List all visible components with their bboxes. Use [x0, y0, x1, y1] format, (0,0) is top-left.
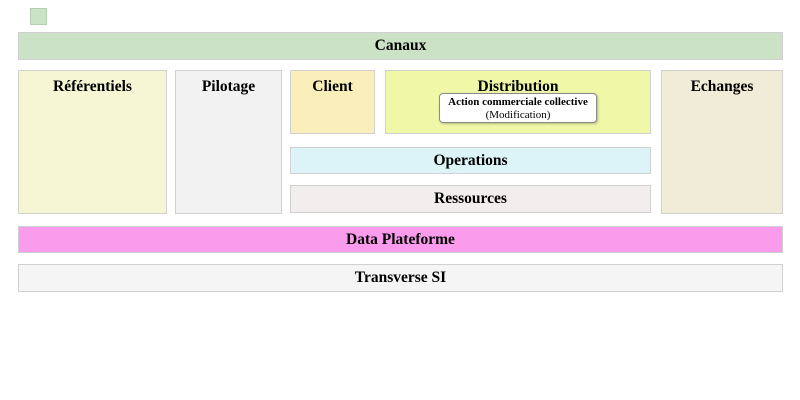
distribution-block: Distribution Action commerciale collecti… [385, 70, 651, 134]
operations-bar: Operations [290, 147, 651, 174]
pilotage-label: Pilotage [201, 78, 256, 95]
pilotage-block: Pilotage [175, 70, 282, 214]
referentiels-block: Référentiels [18, 70, 167, 214]
action-commerciale-subtitle: (Modification) [485, 108, 551, 121]
echanges-label: Echanges [690, 78, 754, 95]
transverse-si-label: Transverse SI [354, 269, 447, 286]
client-block: Client [290, 70, 375, 134]
ressources-bar: Ressources [290, 185, 651, 213]
echanges-block: Echanges [661, 70, 783, 214]
client-label: Client [312, 78, 353, 95]
referentiels-label: Référentiels [53, 78, 132, 95]
action-commerciale-callout: Action commerciale collective (Modificat… [439, 93, 597, 123]
transverse-si-bar: Transverse SI [18, 264, 783, 292]
operations-label: Operations [433, 151, 508, 169]
action-commerciale-title: Action commerciale collective [448, 96, 588, 108]
ressources-label: Ressources [434, 190, 507, 207]
data-plateforme-label: Data Plateforme [346, 230, 455, 248]
distribution-label: Distribution [477, 78, 559, 95]
canaux-label: Canaux [374, 37, 427, 54]
canaux-bar: Canaux [18, 32, 783, 60]
data-plateforme-bar: Data Plateforme [18, 226, 783, 253]
legend-swatch [30, 8, 47, 25]
